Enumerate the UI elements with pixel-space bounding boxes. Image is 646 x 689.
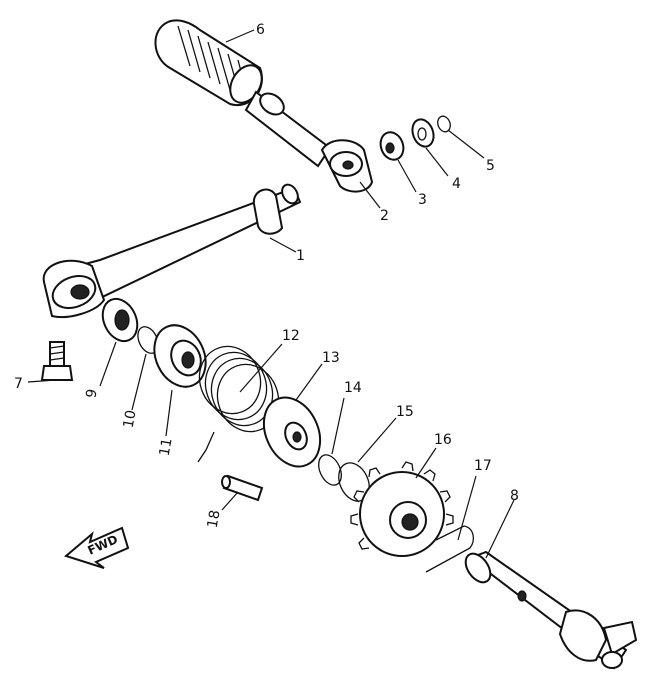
part-number-2: 2: [380, 208, 389, 224]
bolt: [40, 341, 74, 381]
pivot-boss: [320, 139, 374, 193]
part-number-6: 6: [256, 22, 265, 38]
ratchet-clip: [425, 525, 475, 573]
part-number-11: 11: [157, 437, 176, 457]
part-number-1: 1: [296, 248, 305, 264]
kick-gear: [350, 461, 454, 557]
part-number-5: 5: [486, 158, 495, 174]
kick-spring: [197, 345, 280, 463]
spring-pin: [221, 474, 264, 502]
part-number-14: 14: [344, 380, 362, 396]
part-number-12: 12: [282, 328, 300, 344]
collar: [379, 131, 405, 161]
kick-shaft: [464, 550, 638, 670]
circlip: [437, 115, 451, 133]
part-number-16: 16: [434, 432, 452, 448]
oil-seal: [101, 297, 139, 343]
part-number-13: 13: [322, 350, 340, 366]
part-number-10: 10: [121, 409, 140, 429]
part-number-3: 3: [418, 192, 427, 208]
fwd-arrow: FWD: [63, 526, 130, 569]
part-labels: 1 2 3 4 5 6 7 8 9 10 11 12 13 14 15 16 1…: [14, 22, 519, 529]
spring-cover: [262, 396, 322, 468]
washer: [411, 118, 435, 148]
part-number-18: 18: [205, 509, 224, 529]
spring-guide: [153, 324, 207, 388]
kick-grip: [154, 19, 332, 168]
circlip-14: [318, 454, 342, 486]
part-number-15: 15: [396, 404, 414, 420]
part-number-7: 7: [14, 376, 23, 392]
kick-crank: [42, 183, 302, 318]
part-number-4: 4: [452, 176, 461, 192]
part-number-8: 8: [510, 488, 519, 504]
part-number-17: 17: [474, 458, 492, 474]
part-number-9: 9: [83, 388, 100, 400]
leader-lines: [27, 29, 515, 559]
